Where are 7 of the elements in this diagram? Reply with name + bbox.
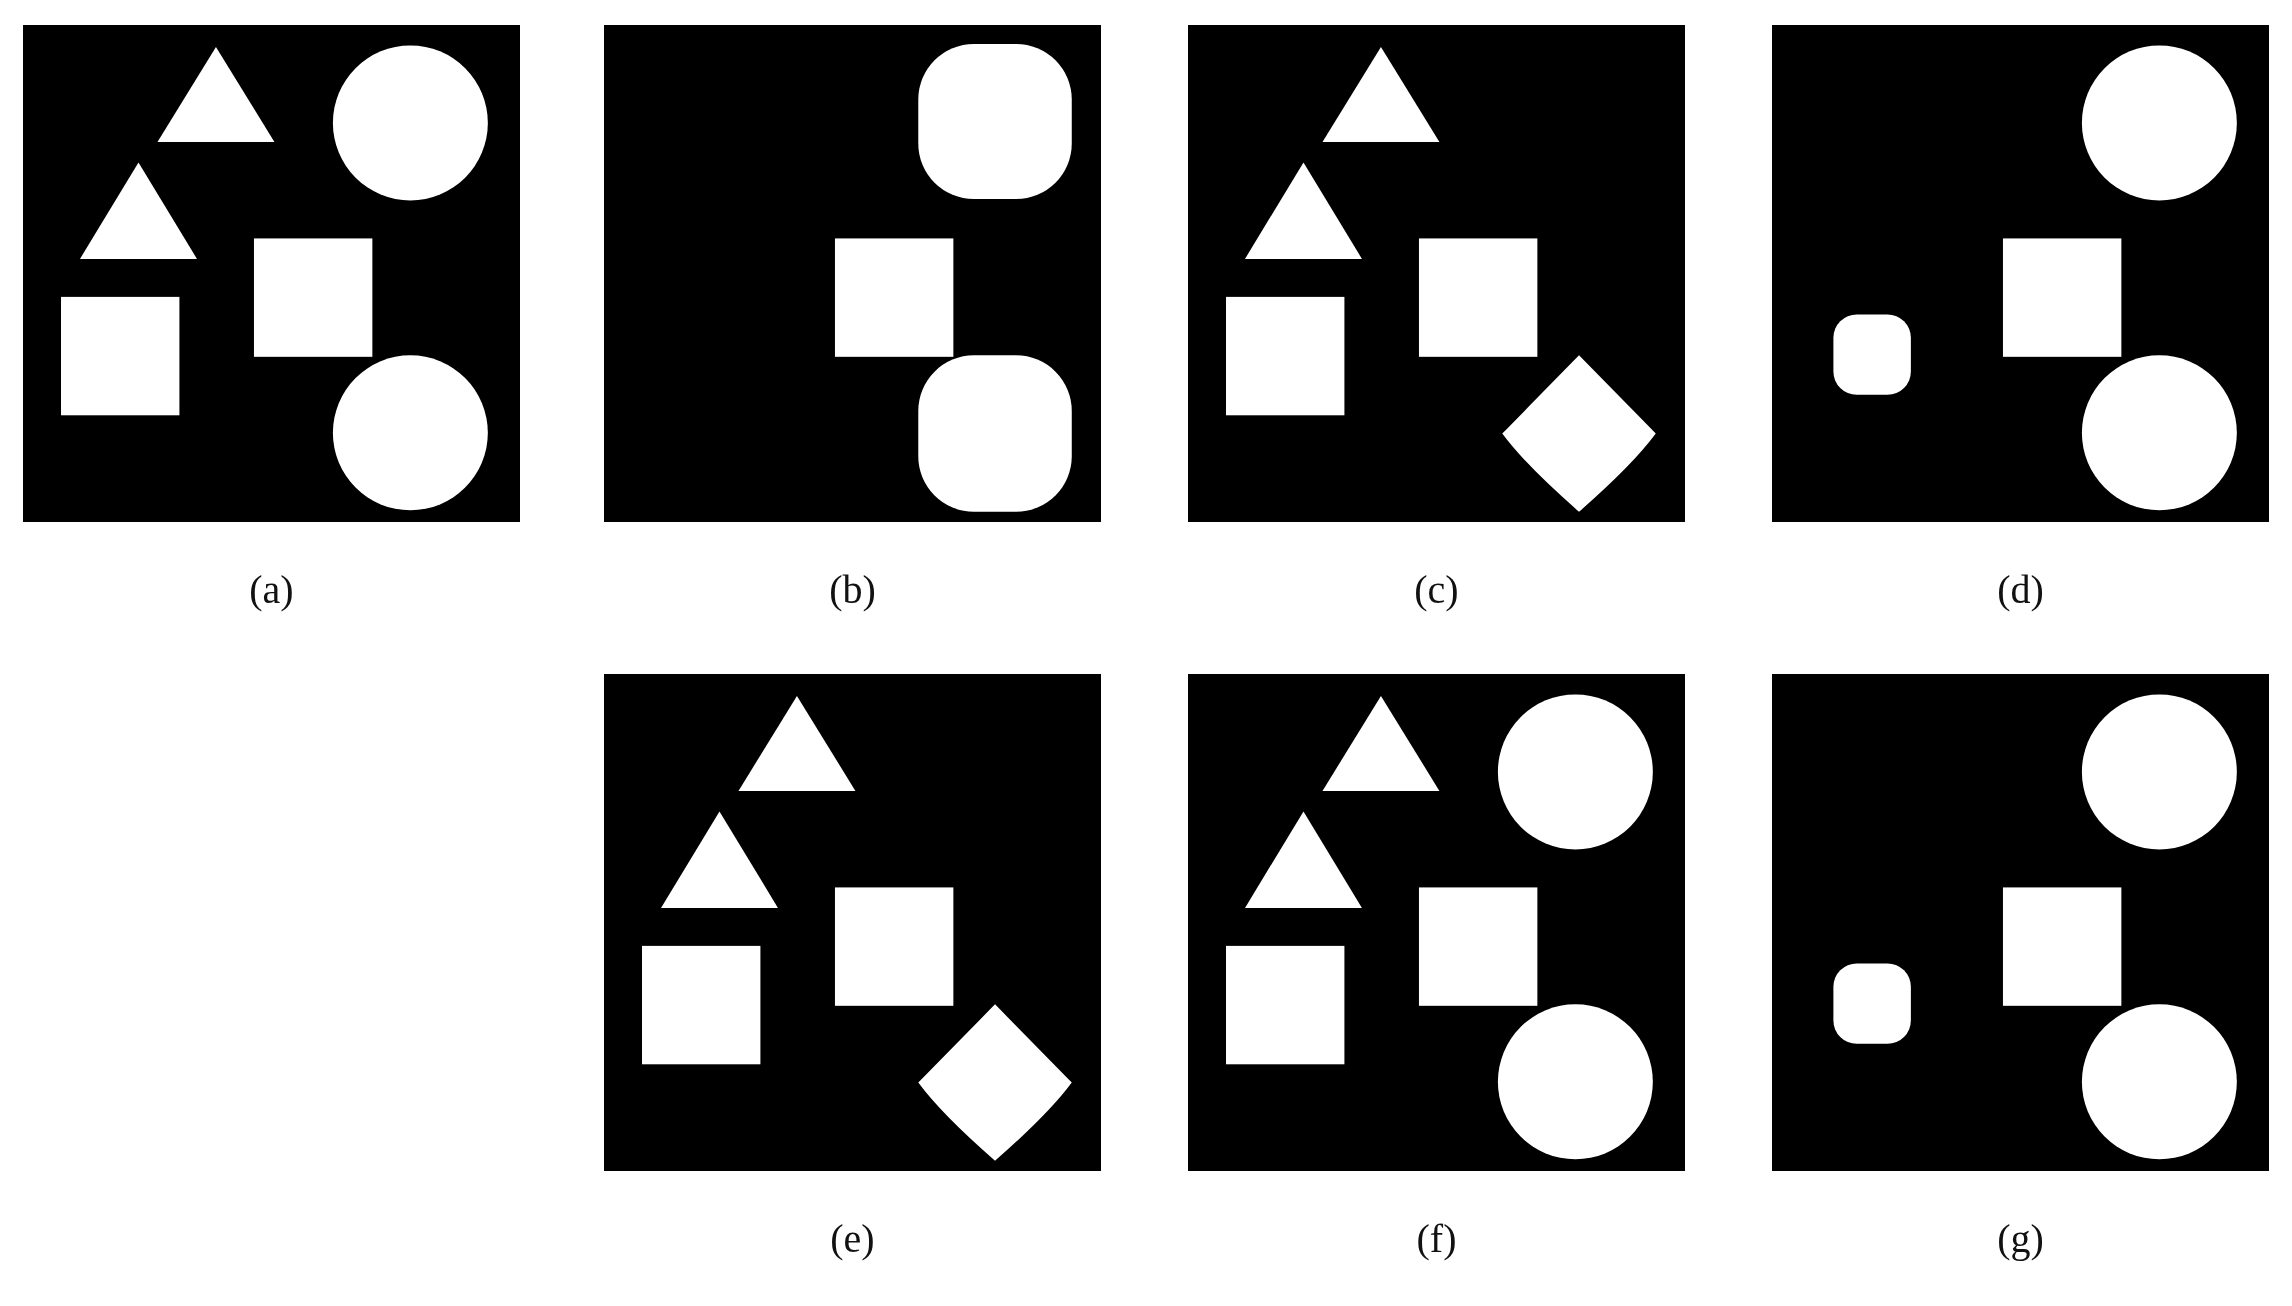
- panel-label: (d): [1997, 570, 2044, 610]
- panel-label: (g): [1997, 1219, 2044, 1259]
- panel-label: (b): [829, 570, 876, 610]
- panel-label: (c): [1414, 570, 1459, 610]
- panel-label: (a): [249, 570, 294, 610]
- panel-label: (f): [1416, 1219, 1457, 1259]
- panel-label: (e): [830, 1219, 875, 1259]
